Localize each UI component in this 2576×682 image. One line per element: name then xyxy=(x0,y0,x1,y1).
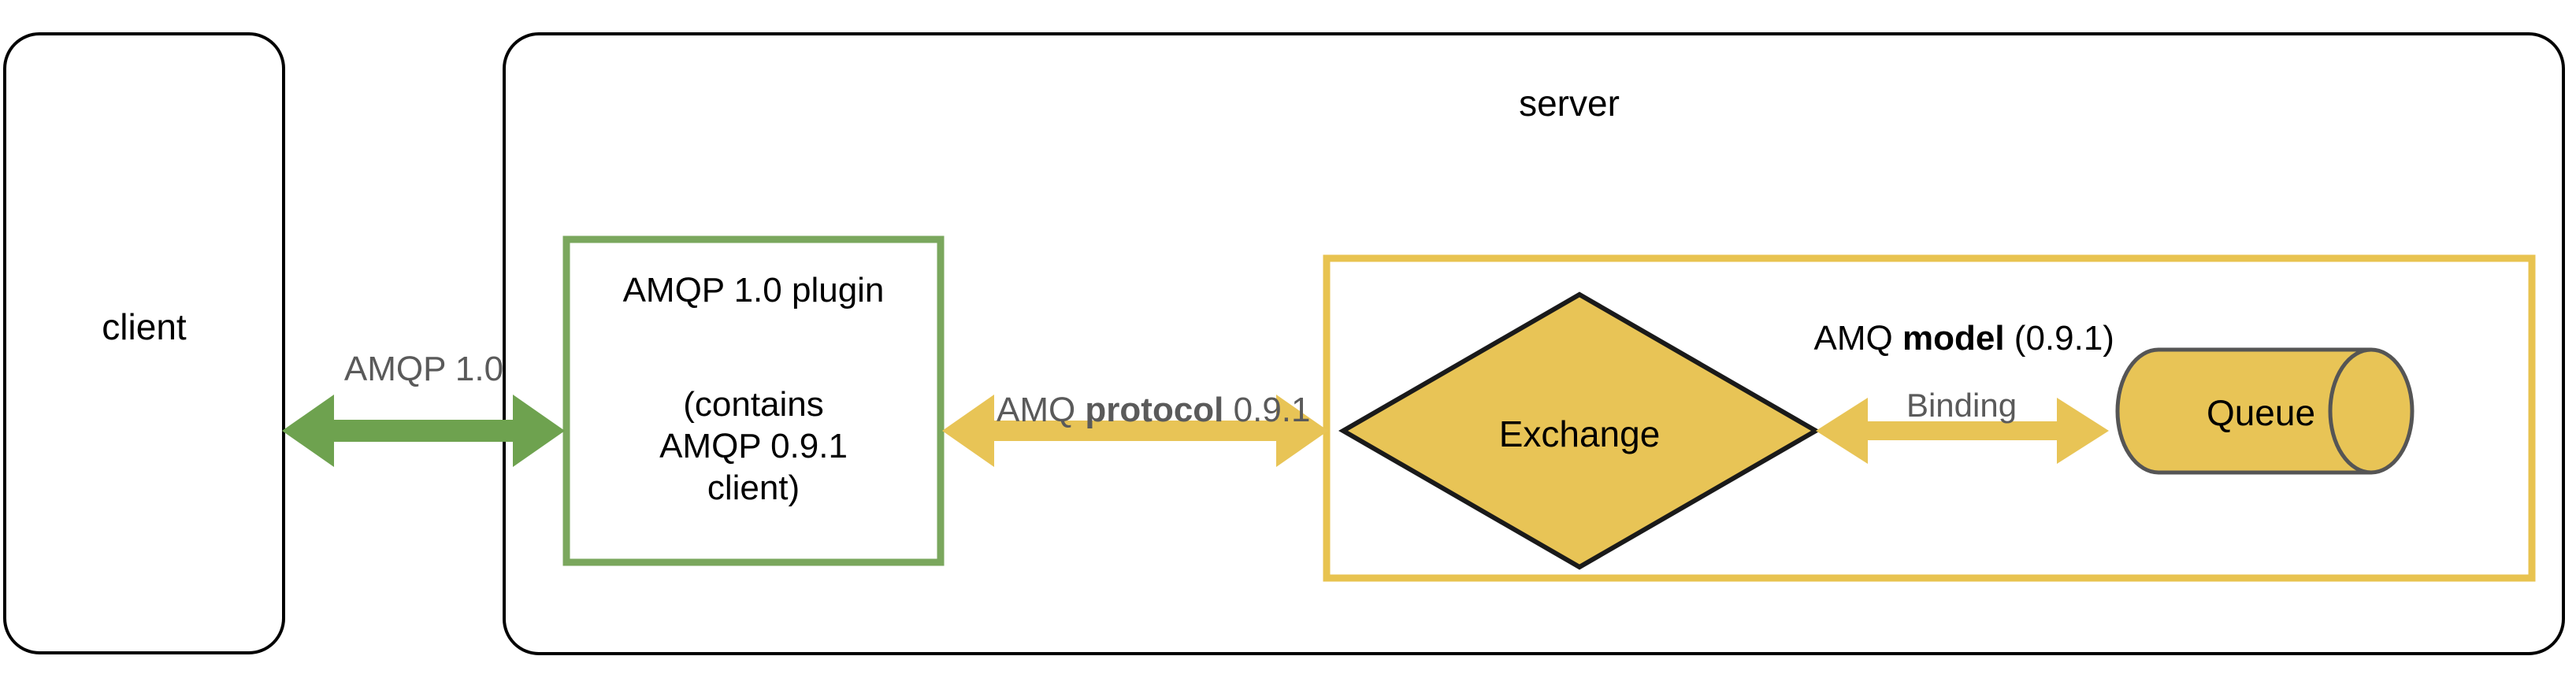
amq-protocol-arrow-label: AMQ protocol 0.9.1 xyxy=(942,349,1328,472)
amq-protocol-label-bold: protocol xyxy=(1085,390,1224,429)
double-arrow-green-icon xyxy=(282,395,565,467)
amq-protocol-label-suffix: 0.9.1 xyxy=(1223,390,1311,429)
binding-arrow-label: Binding xyxy=(1906,387,2017,424)
amq-model-box-label: AMQ model (0.9.1) xyxy=(1544,277,2348,400)
queue-cylinder-shape xyxy=(2115,347,2415,475)
queue-label: Queue xyxy=(2206,392,2316,433)
amqp-plugin-box-outline xyxy=(562,235,945,566)
amq-model-label-prefix: AMQ xyxy=(1813,318,1902,358)
amq-model-label-suffix: (0.9.1) xyxy=(2004,318,2114,358)
amqp-plugin-subtext-line2: AMQP 0.9.1 xyxy=(659,427,848,465)
exchange-diamond-shape xyxy=(1338,291,1821,570)
server-title: server xyxy=(1519,83,1620,124)
exchange-label: Exchange xyxy=(1498,413,1661,454)
double-arrow-yellow-protocol-icon xyxy=(942,395,1328,467)
amqp-plugin-subtext-line3: client) xyxy=(707,469,800,507)
double-arrow-yellow-binding-icon xyxy=(1816,398,2109,464)
amqp-plugin-title: AMQP 1.0 plugin xyxy=(622,271,885,309)
amq-model-label-bold: model xyxy=(1902,318,2005,358)
client-container-outline xyxy=(3,32,285,654)
amq-protocol-label-prefix: AMQ xyxy=(996,390,1086,429)
amqp-10-arrow-label: AMQP 1.0 xyxy=(343,350,504,388)
client-label: client xyxy=(102,306,187,347)
amqp-plugin-subtext-line1: (contains xyxy=(683,385,824,424)
